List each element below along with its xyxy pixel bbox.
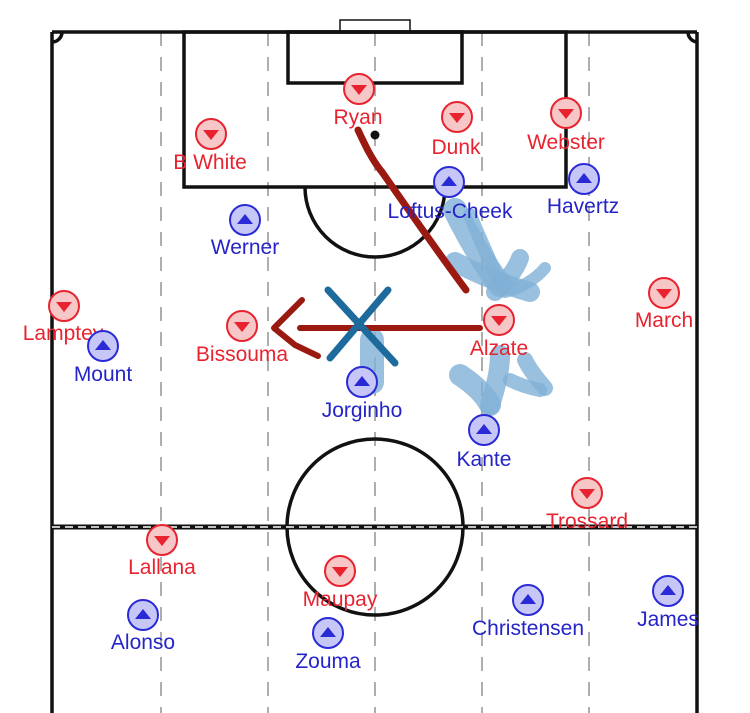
home-player-name: Bissouma	[196, 343, 289, 366]
home-player: Lallana	[128, 524, 196, 579]
six-yard-box	[286, 30, 464, 85]
home-player-name: Trossard	[546, 510, 628, 533]
away-player: Kante	[457, 414, 512, 471]
home-player-name: March	[635, 309, 693, 332]
triangle-down-icon	[656, 289, 672, 299]
away-players: Loftus-Cheek HavertzWernerMountJorginhoKa…	[74, 163, 699, 673]
triangle-down-icon	[332, 567, 348, 577]
away-player: Christensen	[472, 584, 584, 640]
corner-arc-left	[51, 31, 64, 44]
annotation-strokes	[271, 126, 483, 359]
triangle-down-icon	[56, 302, 72, 312]
home-player: Lamptey	[23, 290, 104, 345]
triangle-down-icon	[449, 113, 465, 123]
home-player-name: B White	[173, 151, 247, 174]
home-player-name: Alzate	[470, 337, 528, 360]
home-player-name: Maupay	[303, 588, 378, 611]
triangle-up-icon	[441, 176, 457, 186]
away-player: Loftus-Cheek	[388, 166, 513, 223]
triangle-down-icon	[558, 109, 574, 119]
home-player-name: Webster	[527, 131, 605, 154]
run-line	[354, 126, 470, 294]
lane-lines	[160, 32, 590, 713]
home-player: Bissouma	[196, 310, 289, 366]
home-player: Webster	[527, 97, 605, 154]
triangle-up-icon	[520, 594, 536, 604]
away-player-name: Jorginho	[322, 399, 403, 422]
triangle-up-icon	[237, 214, 253, 224]
away-player-name: Christensen	[472, 617, 584, 640]
home-player: Trossard	[546, 477, 628, 533]
home-player: B White	[173, 118, 247, 174]
away-player: Zouma	[295, 617, 361, 673]
away-player-name: Kante	[457, 448, 512, 471]
triangle-up-icon	[354, 376, 370, 386]
away-player-name: Zouma	[295, 650, 361, 673]
triangle-down-icon	[579, 489, 595, 499]
home-player: Dunk	[431, 101, 481, 159]
triangle-down-icon	[351, 85, 367, 95]
away-player-name: Alonso	[111, 631, 175, 654]
away-player: Havertz	[547, 163, 619, 218]
triangle-down-icon	[154, 536, 170, 546]
away-player-name: Mount	[74, 363, 133, 386]
arrow-head	[271, 297, 321, 359]
goal	[339, 19, 411, 33]
triangle-up-icon	[476, 424, 492, 434]
away-player-name: Havertz	[547, 195, 619, 218]
triangle-down-icon	[491, 316, 507, 326]
away-player-name: Werner	[211, 236, 279, 259]
home-player-name: Lallana	[128, 556, 196, 579]
triangle-down-icon	[203, 130, 219, 140]
away-player: James	[637, 575, 699, 631]
home-player-name: Ryan	[333, 106, 382, 129]
corner-arc-right	[686, 31, 698, 44]
home-player-name: Lamptey	[23, 322, 104, 345]
away-player: Alonso	[111, 599, 175, 654]
home-player: Maupay	[303, 555, 378, 611]
home-player: Ryan	[333, 73, 383, 129]
triangle-up-icon	[660, 585, 676, 595]
home-player: Alzate	[470, 304, 528, 360]
ball-icon	[370, 130, 380, 140]
away-player-name: Loftus-Cheek	[388, 200, 513, 223]
away-player: Jorginho	[322, 366, 403, 422]
triangle-up-icon	[95, 340, 111, 350]
away-player: Werner	[211, 204, 279, 259]
away-player-name: James	[637, 608, 699, 631]
home-player-name: Dunk	[431, 136, 481, 159]
away-player: Mount	[74, 330, 133, 386]
cross-icon	[324, 286, 399, 367]
triangle-up-icon	[135, 609, 151, 619]
triangle-down-icon	[234, 322, 250, 332]
home-player: March	[635, 277, 693, 332]
triangle-up-icon	[576, 173, 592, 183]
triangle-up-icon	[320, 627, 336, 637]
penalty-arc	[303, 186, 447, 259]
pressing-zone	[360, 198, 553, 416]
pitch-markings	[50, 19, 699, 713]
